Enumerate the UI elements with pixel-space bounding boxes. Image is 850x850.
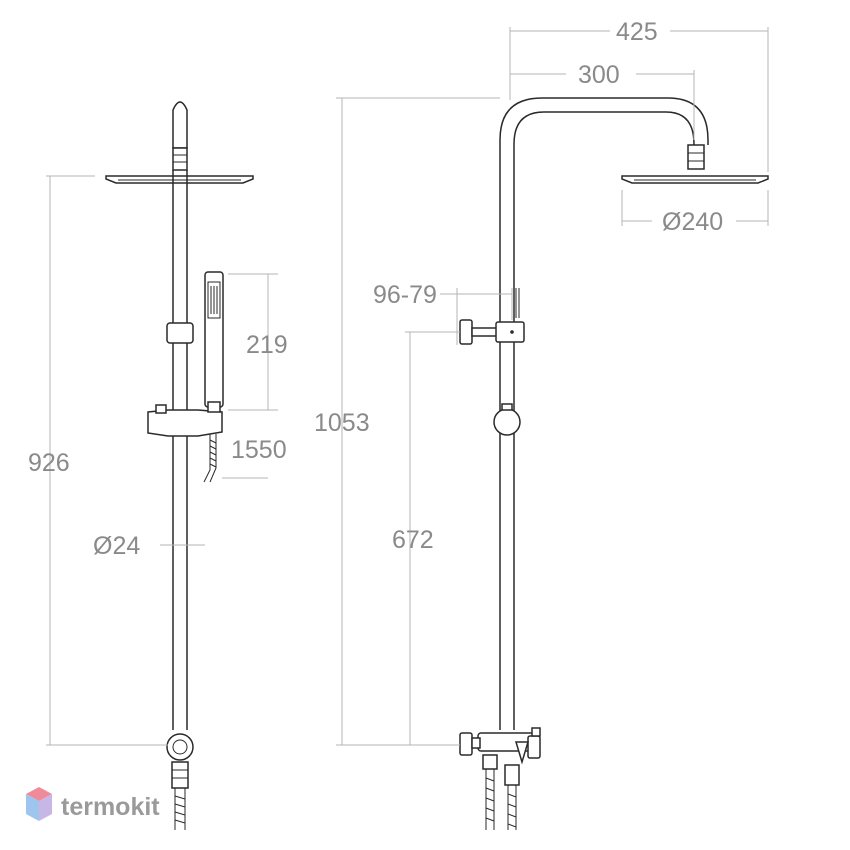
dim-label-672: 672 xyxy=(392,526,434,554)
right-supply-hose-right xyxy=(507,785,517,830)
dim-label-head-diameter: Ø240 xyxy=(662,208,723,236)
left-head-connector xyxy=(172,147,188,171)
dim-label-300: 300 xyxy=(578,61,620,89)
termokit-cube-icon xyxy=(26,787,52,821)
right-mixer-handle xyxy=(514,741,530,765)
right-wall-bracket-clamp xyxy=(495,321,525,343)
dim-label-425: 425 xyxy=(616,18,658,46)
left-side-view xyxy=(105,101,254,830)
left-slider-holder xyxy=(147,409,223,437)
right-main-pipe-outer xyxy=(499,97,709,730)
termokit-brand-text: termokit xyxy=(61,793,160,821)
right-slider-holder xyxy=(493,408,521,436)
dim-label-96-79: 96-79 xyxy=(373,281,437,309)
left-dimension-lines xyxy=(46,175,278,746)
left-supply-hose xyxy=(174,788,186,830)
dim-label-1550: 1550 xyxy=(231,436,287,464)
right-front-view xyxy=(459,97,769,830)
dim-label-pipe-diameter: Ø24 xyxy=(93,532,140,560)
dim-label-219: 219 xyxy=(246,331,288,359)
termokit-logo: termokit xyxy=(26,787,160,821)
right-head-connector xyxy=(687,144,705,170)
left-head-arm xyxy=(172,101,188,149)
right-main-pipe-inner xyxy=(513,111,695,730)
right-dimension-lines xyxy=(336,27,769,746)
dim-label-926: 926 xyxy=(28,449,70,477)
left-upper-clamp xyxy=(166,322,194,344)
left-bottom-mixer xyxy=(166,733,194,761)
right-supply-hose-left xyxy=(485,769,495,830)
dim-label-1053: 1053 xyxy=(314,409,370,437)
